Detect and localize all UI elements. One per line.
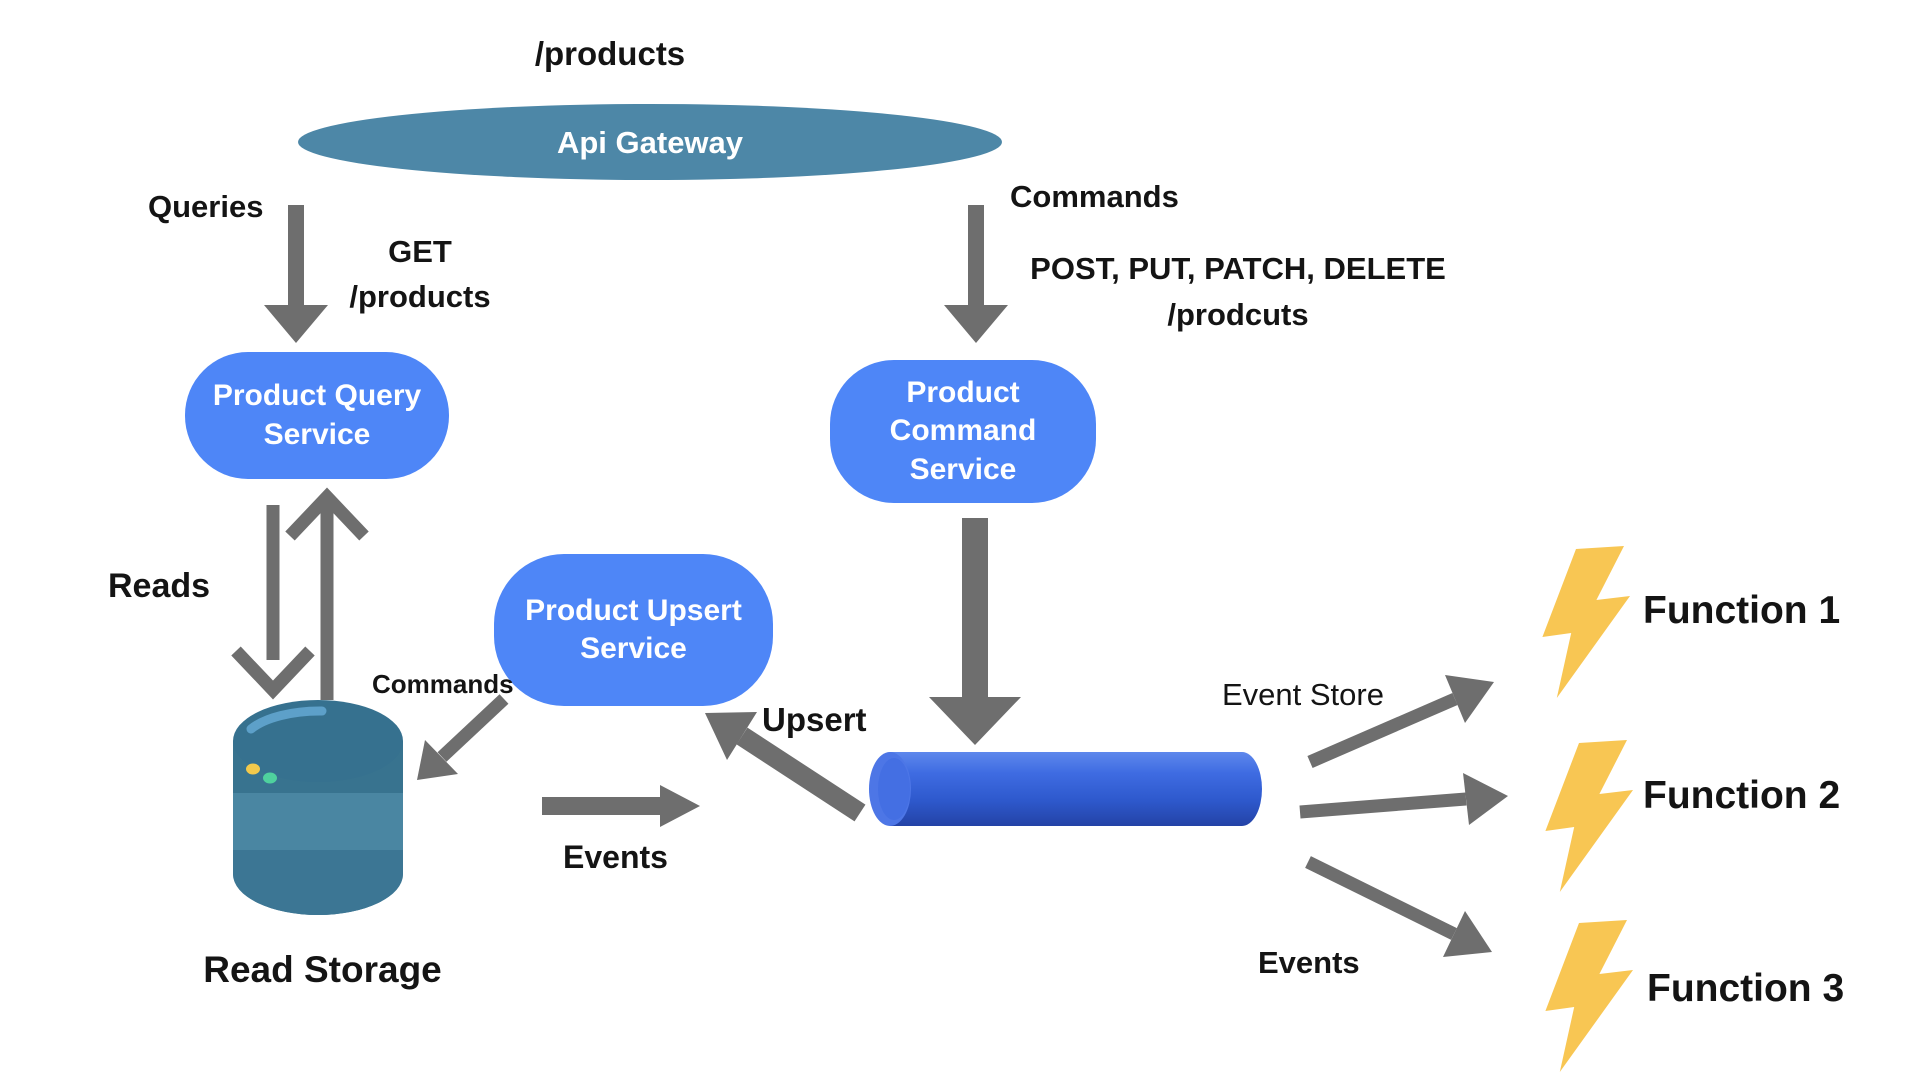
pipe-left-cap-inner bbox=[878, 758, 910, 820]
queries-arrow bbox=[264, 205, 328, 343]
queries-route: /products bbox=[349, 278, 491, 314]
function-2-bolt-icon bbox=[1545, 740, 1633, 892]
reads-down-arrow-head bbox=[231, 646, 315, 700]
reads-edge-label: Reads bbox=[108, 567, 211, 605]
reads-up-arrow-head bbox=[285, 487, 369, 541]
queries-method: GET bbox=[388, 234, 452, 269]
fanout-arrow-2-shaft bbox=[1299, 792, 1467, 819]
command-service-line3: Service bbox=[909, 452, 1017, 486]
commands-methods: POST, PUT, PATCH, DELETE bbox=[1030, 251, 1446, 286]
commands-to-storage-label: Commands bbox=[372, 669, 514, 699]
upsert-arrow-head bbox=[705, 712, 757, 760]
arrows bbox=[231, 205, 1508, 957]
upsert-arrow-shaft bbox=[736, 727, 866, 822]
upsert-to-storage-arrow-shaft bbox=[437, 694, 509, 762]
command-to-eventstore-arrow bbox=[929, 518, 1021, 745]
fanout-arrow-3-head bbox=[1443, 911, 1492, 957]
commands-arrow bbox=[944, 205, 1008, 343]
function-3-label: Function 3 bbox=[1647, 967, 1845, 1010]
cylinder-dot-green bbox=[263, 772, 277, 784]
fanout-arrow-1-shaft bbox=[1307, 693, 1458, 768]
cylinder-bottom-band bbox=[233, 850, 403, 915]
events-fanout-label: Events bbox=[1258, 945, 1360, 980]
event-store-pipe-icon bbox=[869, 752, 1262, 826]
queries-edge-label: Queries bbox=[148, 189, 264, 224]
upsert-service-line2: Service bbox=[580, 632, 687, 665]
read-storage-cylinder-icon bbox=[233, 700, 403, 915]
product-command-service-node bbox=[830, 360, 1096, 503]
commands-route: /prodcuts bbox=[1167, 296, 1309, 332]
command-service-line2: Command bbox=[889, 414, 1037, 448]
upsert-edge-label: Upsert bbox=[762, 701, 867, 738]
cylinder-light-band bbox=[233, 793, 403, 850]
upsert-to-storage-arrow-head bbox=[417, 740, 458, 780]
upsert-service-line1: Product Upsert bbox=[525, 593, 742, 627]
commands-methods-route: POST, PUT, PATCH, DELETE /prodcuts bbox=[978, 246, 1498, 338]
query-service-line1: Product Query bbox=[212, 379, 422, 413]
function-1-label: Function 1 bbox=[1643, 589, 1841, 632]
events-arrow bbox=[542, 785, 700, 827]
product-query-service-node bbox=[185, 352, 449, 479]
product-upsert-service-label: Product Upsert Service bbox=[494, 554, 773, 706]
queries-method-route: GET /products bbox=[330, 230, 510, 320]
api-gateway-node bbox=[298, 104, 1002, 180]
events-to-storage-label: Events bbox=[563, 839, 668, 875]
event-store-label: Event Store bbox=[1222, 677, 1384, 712]
command-service-line1: Product bbox=[906, 376, 1020, 410]
api-gateway-label: Api Gateway bbox=[556, 125, 744, 160]
function-1-bolt-icon bbox=[1542, 546, 1630, 698]
cylinder-highlight bbox=[246, 706, 327, 734]
function-2-label: Function 2 bbox=[1643, 774, 1841, 817]
product-upsert-service-node bbox=[494, 554, 773, 706]
fanout-arrow-2-head bbox=[1463, 773, 1508, 825]
read-storage-label: Read Storage bbox=[203, 949, 442, 990]
fanout-arrow-1-head bbox=[1445, 675, 1494, 723]
fanout-arrow-3-shaft bbox=[1305, 856, 1457, 940]
function-3-bolt-icon bbox=[1545, 920, 1633, 1072]
cylinder-dot-yellow bbox=[246, 763, 260, 775]
product-query-service-label: Product Query Service bbox=[185, 352, 449, 479]
pipe-body bbox=[890, 752, 1242, 826]
product-command-service-label: Product Command Service bbox=[830, 360, 1096, 503]
commands-edge-label: Commands bbox=[1010, 179, 1179, 214]
top-route-label: /products bbox=[534, 35, 686, 72]
query-service-line2: Service bbox=[263, 417, 371, 451]
